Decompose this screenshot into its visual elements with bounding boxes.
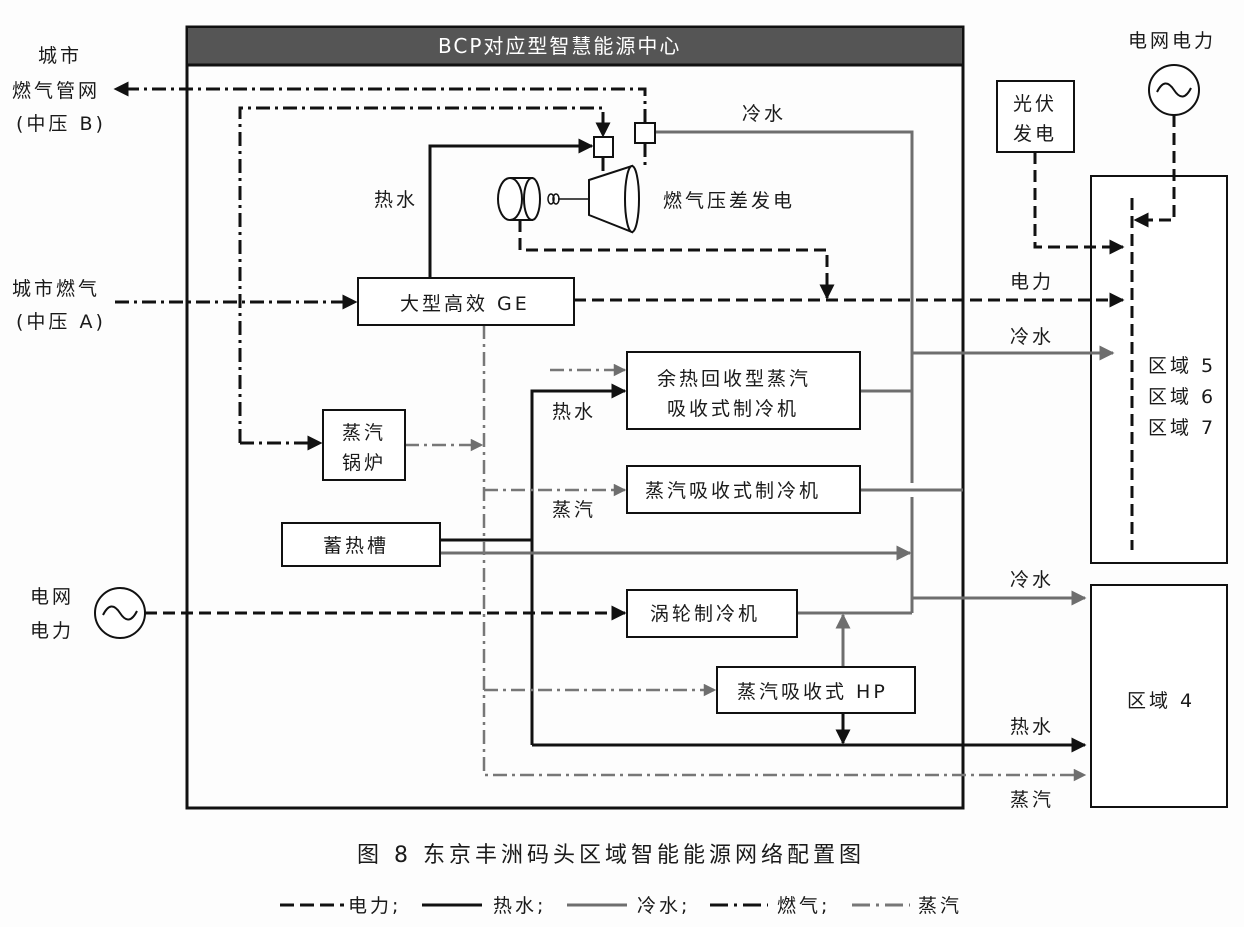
svg-text:电网: 电网 [30, 586, 74, 608]
turbo-chiller-box: 涡轮制冷机 [626, 589, 798, 638]
heat-storage-tank-box: 蓄热槽 [281, 522, 441, 567]
svg-text:区域 7: 区域 7 [1148, 417, 1216, 439]
title-bar [188, 28, 962, 65]
city-gas-label: 城市燃气 (中压 A) [12, 278, 106, 333]
bcp-energy-center-frame: BCP对应型智慧能源中心 [185, 25, 965, 810]
gas-line-to-pressure-valve [238, 106, 611, 443]
svg-text:(中压 B): (中压 B) [16, 113, 106, 135]
svg-text:冷水;: 冷水; [637, 895, 690, 917]
legend-item-gas: 燃气; [710, 895, 830, 917]
steam-mid-label: 蒸汽 [552, 499, 596, 521]
svg-text:城市燃气: 城市燃气 [12, 278, 100, 300]
svg-text:区域 4: 区域 4 [1127, 690, 1195, 712]
svg-text:(中压 A): (中压 A) [16, 311, 106, 333]
svg-text:区域 5: 区域 5 [1148, 355, 1216, 377]
grid-power-left-label: 电网 电力 [30, 586, 74, 642]
gas-pressure-gen-label: 燃气压差发电 [663, 190, 795, 212]
steam-to-zone4 [482, 325, 1087, 782]
pv-generation-box: 光伏 发电 [996, 80, 1075, 153]
svg-text:燃气;: 燃气; [777, 895, 830, 917]
legend-item-hot-water: 热水; [422, 895, 546, 917]
steam-zone4-label: 蒸汽 [1010, 789, 1054, 811]
svg-text:蒸汽: 蒸汽 [342, 422, 386, 444]
svg-text:大型高效 GE: 大型高效 GE [400, 293, 530, 315]
steam-absorption-hp-box: 蒸汽吸收式 HP [716, 666, 916, 714]
svg-text:电力: 电力 [30, 620, 74, 642]
cold-water-zone5-label: 冷水 [1010, 326, 1054, 348]
steam-boiler-box: 蒸汽 锅炉 [322, 409, 406, 481]
hot-water-to-waste-heat-chiller [530, 383, 627, 745]
hot-water-left-label: 热水 [374, 189, 418, 211]
legend-item-cold-water: 冷水; [567, 895, 690, 917]
svg-text:区域 6: 区域 6 [1148, 386, 1216, 408]
power-grid-to-zone5 [1133, 115, 1176, 228]
figure-caption: 图 8 东京丰洲码头区域智能能源网络配置图 [357, 843, 865, 868]
svg-text:热水;: 热水; [493, 895, 546, 917]
gas-line-to-city-network [113, 81, 647, 123]
power-pv-to-zone5 [1033, 152, 1125, 255]
ge-box: 大型高效 GE [357, 277, 575, 326]
svg-text:涡轮制冷机: 涡轮制冷机 [650, 603, 760, 625]
city-gas-network-label: 城市 燃气管网 (中压 B) [12, 45, 106, 135]
svg-text:电力;: 电力; [348, 895, 401, 917]
cold-water-main-upper [655, 130, 914, 483]
svg-text:城市: 城市 [38, 45, 82, 67]
power-label: 电力 [1010, 271, 1054, 293]
svg-text:蓄热槽: 蓄热槽 [323, 535, 389, 557]
svg-text:蒸汽吸收式 HP: 蒸汽吸收式 HP [737, 681, 888, 703]
legend: 电力; 热水; 冷水; 燃气; 蒸汽 [280, 895, 962, 917]
zone-4-box: 区域 4 [1090, 584, 1228, 808]
frame-title: BCP对应型智慧能源中心 [438, 34, 681, 58]
cold-water-top-label: 冷水 [742, 103, 786, 125]
legend-item-steam: 蒸汽 [852, 895, 962, 917]
gas-pressure-generator-icon [497, 164, 640, 234]
hot-water-mid-label: 热水 [552, 401, 596, 423]
hot-water-zone4-label: 热水 [1010, 716, 1054, 738]
svg-text:蒸汽吸收式制冷机: 蒸汽吸收式制冷机 [645, 480, 821, 502]
hot-water-ge-to-valve [428, 138, 594, 278]
svg-text:蒸汽: 蒸汽 [918, 895, 962, 917]
svg-text:吸收式制冷机: 吸收式制冷机 [667, 398, 799, 420]
cold-water-zone4-label: 冷水 [1010, 569, 1054, 591]
pressure-valve-box-1 [593, 136, 614, 158]
svg-text:光伏: 光伏 [1013, 93, 1057, 115]
legend-item-power: 电力; [280, 895, 401, 917]
ac-source-top-icon [1148, 64, 1200, 116]
svg-text:燃气管网: 燃气管网 [12, 80, 100, 102]
grid-power-top-label: 电网电力 [1128, 30, 1216, 52]
ac-source-left-icon [94, 587, 146, 639]
pressure-valve-box-2 [634, 122, 656, 144]
steam-absorption-chiller-box: 蒸汽吸收式制冷机 [626, 465, 861, 514]
waste-heat-absorption-chiller-box: 余热回收型蒸汽 吸收式制冷机 [626, 351, 861, 430]
svg-text:发电: 发电 [1013, 123, 1057, 145]
svg-text:余热回收型蒸汽: 余热回收型蒸汽 [657, 368, 811, 390]
zone-5-6-7-box: 区域 5 区域 6 区域 7 [1090, 175, 1228, 564]
power-pressure-gen-out [518, 220, 835, 300]
svg-text:锅炉: 锅炉 [342, 452, 386, 474]
